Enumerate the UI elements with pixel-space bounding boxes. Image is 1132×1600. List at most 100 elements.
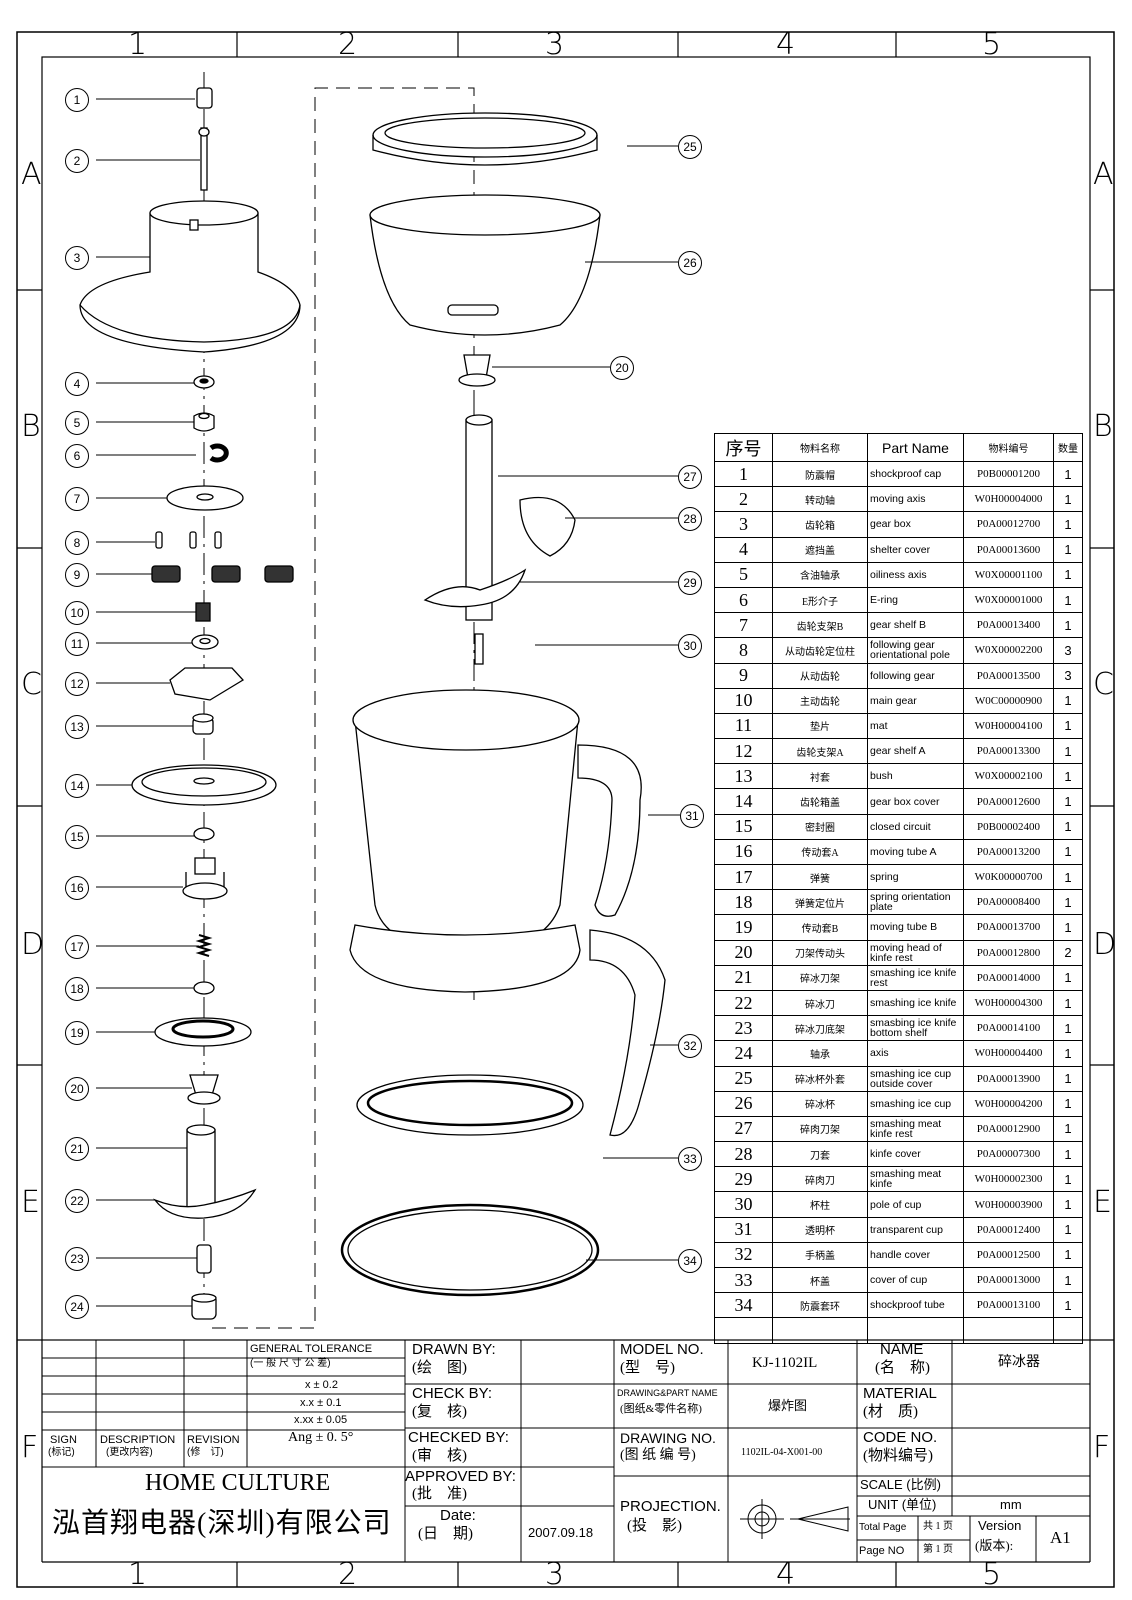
part-number: 31 [714, 1216, 773, 1243]
part-name-en: moving tube B [867, 914, 964, 941]
part-code: W0X00002200 [963, 637, 1054, 664]
part-code: P0A00014000 [963, 964, 1054, 991]
part-qty: 1 [1053, 738, 1083, 765]
callout-28: 28 [678, 507, 702, 531]
part-code: P0A00013500 [963, 662, 1054, 689]
part-number: 33 [714, 1266, 773, 1294]
part-number: 13 [714, 763, 773, 790]
part-name-cn: 防震套环 [772, 1292, 868, 1319]
tolerance-angle: Ang ± 0. 5° [288, 1430, 354, 1445]
part-name-en: E-ring [867, 586, 964, 614]
part-name-cn: 刀架传动头 [772, 939, 868, 966]
part-qty: 2 [1053, 939, 1083, 966]
part-number: 22 [714, 989, 773, 1017]
projection-label: PROJECTION. [620, 1498, 721, 1515]
part-code: P0A00012600 [963, 788, 1054, 815]
zone-label-col-1-bottom: 1 [128, 1557, 148, 1592]
part-qty: 1 [1053, 1266, 1083, 1294]
part-code: P0A00014100 [963, 1015, 1054, 1042]
part-number: 18 [714, 889, 773, 916]
zone-label-row-c-left: C [21, 667, 42, 702]
part-name-cn: 碎冰刀底架 [772, 1015, 868, 1042]
callout-6: 6 [65, 444, 89, 468]
header-code: 物料编号 [963, 433, 1054, 462]
general-tolerance-label-cn: (一 般 尺 寸 公 差) [250, 1358, 331, 1369]
part-qty: 1 [1053, 863, 1083, 891]
part-number: 4 [714, 536, 773, 563]
projection-label-cn: (投 影) [627, 1518, 682, 1534]
part-name-cn: 杯柱 [772, 1191, 868, 1218]
part-qty: 1 [1053, 1015, 1083, 1042]
part-number: 20 [714, 939, 773, 966]
part-qty: 1 [1053, 1065, 1083, 1092]
part-qty: 1 [1053, 1141, 1083, 1168]
drawing-no-value: 1102IL-04-X001-00 [741, 1447, 823, 1458]
part-name-en: transparent cup [867, 1216, 964, 1243]
callout-25: 25 [678, 135, 702, 159]
part-number: 27 [714, 1115, 773, 1143]
part-name-cn: 含油轴承 [772, 561, 868, 588]
part-name-cn: 转动轴 [772, 486, 868, 513]
part-code: P0B00002400 [963, 813, 1054, 840]
part-number: 16 [714, 838, 773, 866]
part-name-en: spring [867, 863, 964, 891]
callout-20-left: 20 [65, 1077, 89, 1101]
part-code: P0A00012400 [963, 1216, 1054, 1243]
part-number: 17 [714, 863, 773, 891]
part-qty: 1 [1053, 687, 1083, 714]
sign-label: SIGN [50, 1434, 77, 1446]
zone-label-col-5-top: 5 [982, 27, 1002, 62]
part-code: P0A00007300 [963, 1141, 1054, 1168]
part-name-cn: E形介子 [772, 586, 868, 614]
unit-label: UNIT (单位) [868, 1497, 937, 1512]
part-name-en: smashing ice knife rest [867, 964, 964, 991]
zone-label-col-4-bottom: 4 [776, 1557, 796, 1592]
part-number: 11 [714, 712, 773, 740]
part-name-en: shelter cover [867, 536, 964, 563]
description-label: DESCRIPTION [100, 1434, 176, 1446]
part-number: 26 [714, 1090, 773, 1117]
part-number: 24 [714, 1040, 773, 1067]
part-name-cn: 碎肉刀架 [772, 1115, 868, 1143]
version-label: Version [978, 1518, 1022, 1533]
part-code: P0A00012800 [963, 939, 1054, 966]
callout-2: 2 [65, 149, 89, 173]
check-by-label-cn: (复 核) [412, 1404, 467, 1420]
callout-4: 4 [65, 372, 89, 396]
part-code: W0H00004300 [963, 989, 1054, 1017]
sign-label-cn: (标记) [48, 1447, 75, 1458]
part-name-en: smashing ice cup outside cover [867, 1065, 964, 1092]
part-name-cn: 从动齿轮 [772, 662, 868, 689]
part-number: 3 [714, 511, 773, 538]
name-label: NAME [880, 1341, 924, 1358]
part-name-en: mat [867, 712, 964, 740]
part-name-en: bush [867, 763, 964, 790]
part-code: P0A00013900 [963, 1065, 1054, 1092]
part-qty: 1 [1053, 1090, 1083, 1117]
checked-by-label-cn: (审 核) [412, 1448, 467, 1464]
part-qty: 1 [1053, 788, 1083, 815]
callout-27: 27 [678, 465, 702, 489]
header-cn-name: 物料名称 [772, 433, 868, 462]
part-name-cn: 碎冰刀 [772, 989, 868, 1017]
part-name-en: following gear [867, 662, 964, 689]
version-label-cn: (版本): [975, 1538, 1014, 1553]
callout-20-right: 20 [610, 356, 634, 380]
part-number: 15 [714, 813, 773, 840]
part-code: P0A00012900 [963, 1115, 1054, 1143]
part-code: P0A00008400 [963, 889, 1054, 916]
part-name-en: kinfe cover [867, 1141, 964, 1168]
callout-15: 15 [65, 825, 89, 849]
callout-31: 31 [680, 804, 704, 828]
